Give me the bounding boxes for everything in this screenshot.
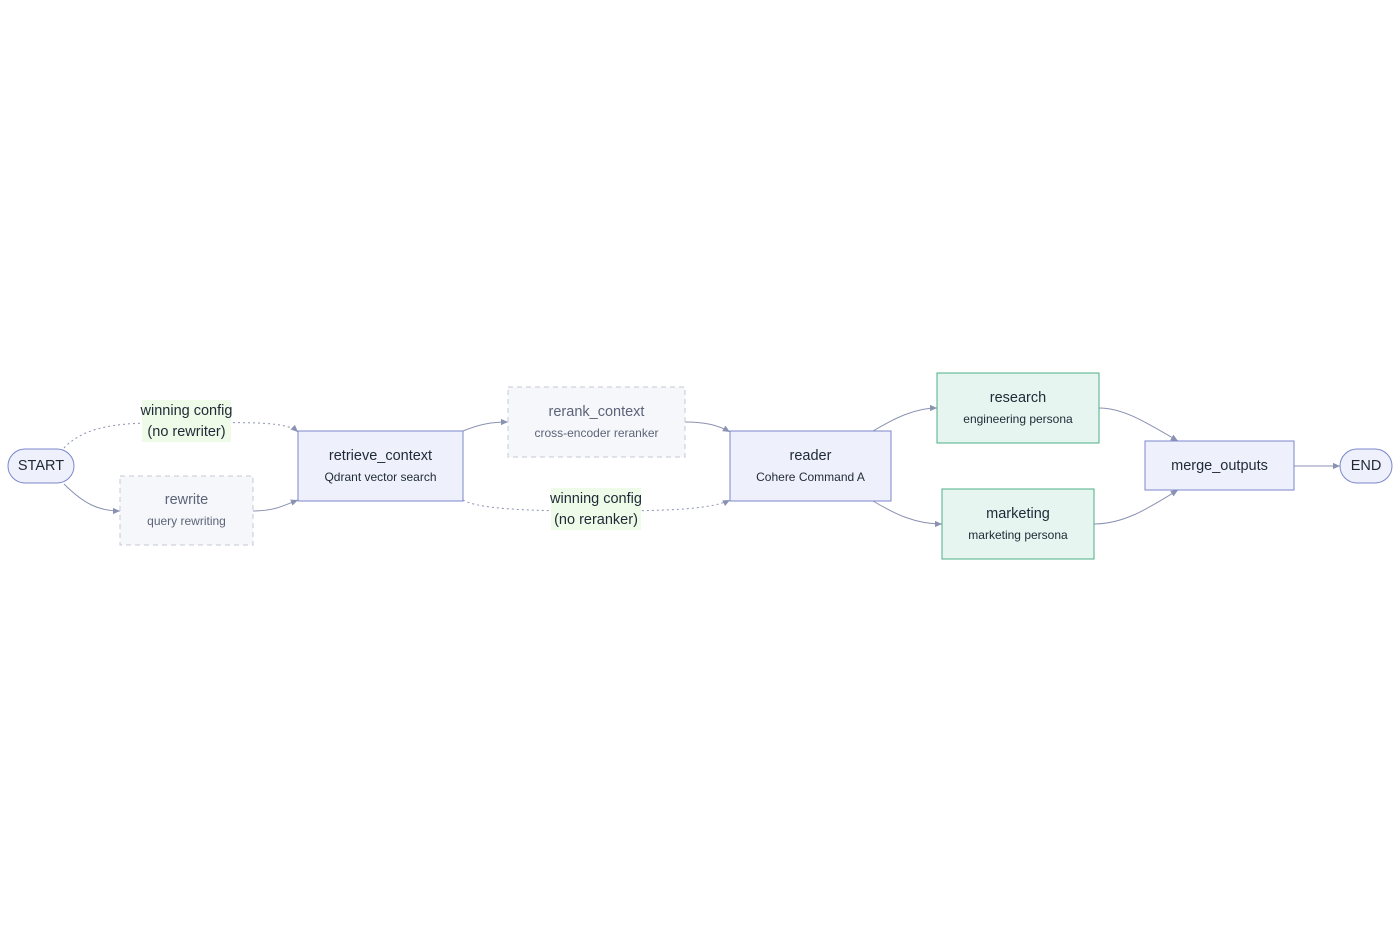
edge-reader-to-research bbox=[872, 404, 938, 432]
edge-reader-to-marketing bbox=[872, 500, 943, 528]
rewrite-subtitle: query rewriting bbox=[147, 514, 226, 528]
reader-node[interactable]: reader Cohere Command A bbox=[729, 430, 892, 502]
reader-subtitle: Cohere Command A bbox=[756, 470, 865, 484]
edge-retrieve-to-reader bbox=[462, 499, 731, 512]
edge-label-line1: winning config bbox=[549, 491, 642, 507]
rerank-context-title: rerank_context bbox=[549, 404, 645, 420]
rerank-context-node[interactable]: rerank_context cross-encoder reranker bbox=[507, 386, 686, 458]
edge-research-to-merge bbox=[1098, 407, 1179, 442]
merge-outputs-node[interactable]: merge_outputs bbox=[1144, 440, 1295, 491]
merge-outputs-title: merge_outputs bbox=[1171, 458, 1268, 474]
research-node[interactable]: research engineering persona bbox=[936, 372, 1100, 444]
marketing-node[interactable]: marketing marketing persona bbox=[941, 488, 1095, 560]
edge-rerank-to-reader bbox=[684, 421, 731, 433]
retrieve-context-subtitle: Qdrant vector search bbox=[324, 470, 436, 484]
edge-rewrite-to-retrieve bbox=[252, 499, 299, 512]
start-node[interactable]: START bbox=[7, 448, 75, 484]
edge-label-no-reranker: winning config (no reranker) bbox=[549, 488, 642, 530]
edge-label-line1: winning config bbox=[140, 403, 233, 419]
rewrite-node[interactable]: rewrite query rewriting bbox=[119, 475, 254, 546]
research-title: research bbox=[990, 390, 1046, 406]
edges bbox=[63, 404, 1340, 528]
end-node[interactable]: END bbox=[1339, 448, 1393, 484]
research-subtitle: engineering persona bbox=[963, 412, 1073, 426]
rerank-context-subtitle: cross-encoder reranker bbox=[534, 426, 658, 440]
retrieve-context-title: retrieve_context bbox=[329, 448, 432, 464]
reader-title: reader bbox=[790, 448, 832, 464]
marketing-title: marketing bbox=[986, 506, 1050, 522]
start-label: START bbox=[18, 458, 64, 474]
edge-start-to-rewrite bbox=[63, 483, 121, 515]
edge-label-no-rewriter: winning config (no rewriter) bbox=[140, 400, 233, 442]
rewrite-title: rewrite bbox=[165, 492, 209, 508]
end-label: END bbox=[1351, 458, 1382, 474]
edge-marketing-to-merge bbox=[1093, 489, 1179, 525]
edge-label-line2: (no reranker) bbox=[554, 512, 638, 528]
retrieve-context-node[interactable]: retrieve_context Qdrant vector search bbox=[297, 430, 464, 502]
marketing-subtitle: marketing persona bbox=[968, 528, 1068, 542]
edge-label-line2: (no rewriter) bbox=[147, 424, 225, 440]
edge-retrieve-to-rerank bbox=[462, 418, 509, 432]
